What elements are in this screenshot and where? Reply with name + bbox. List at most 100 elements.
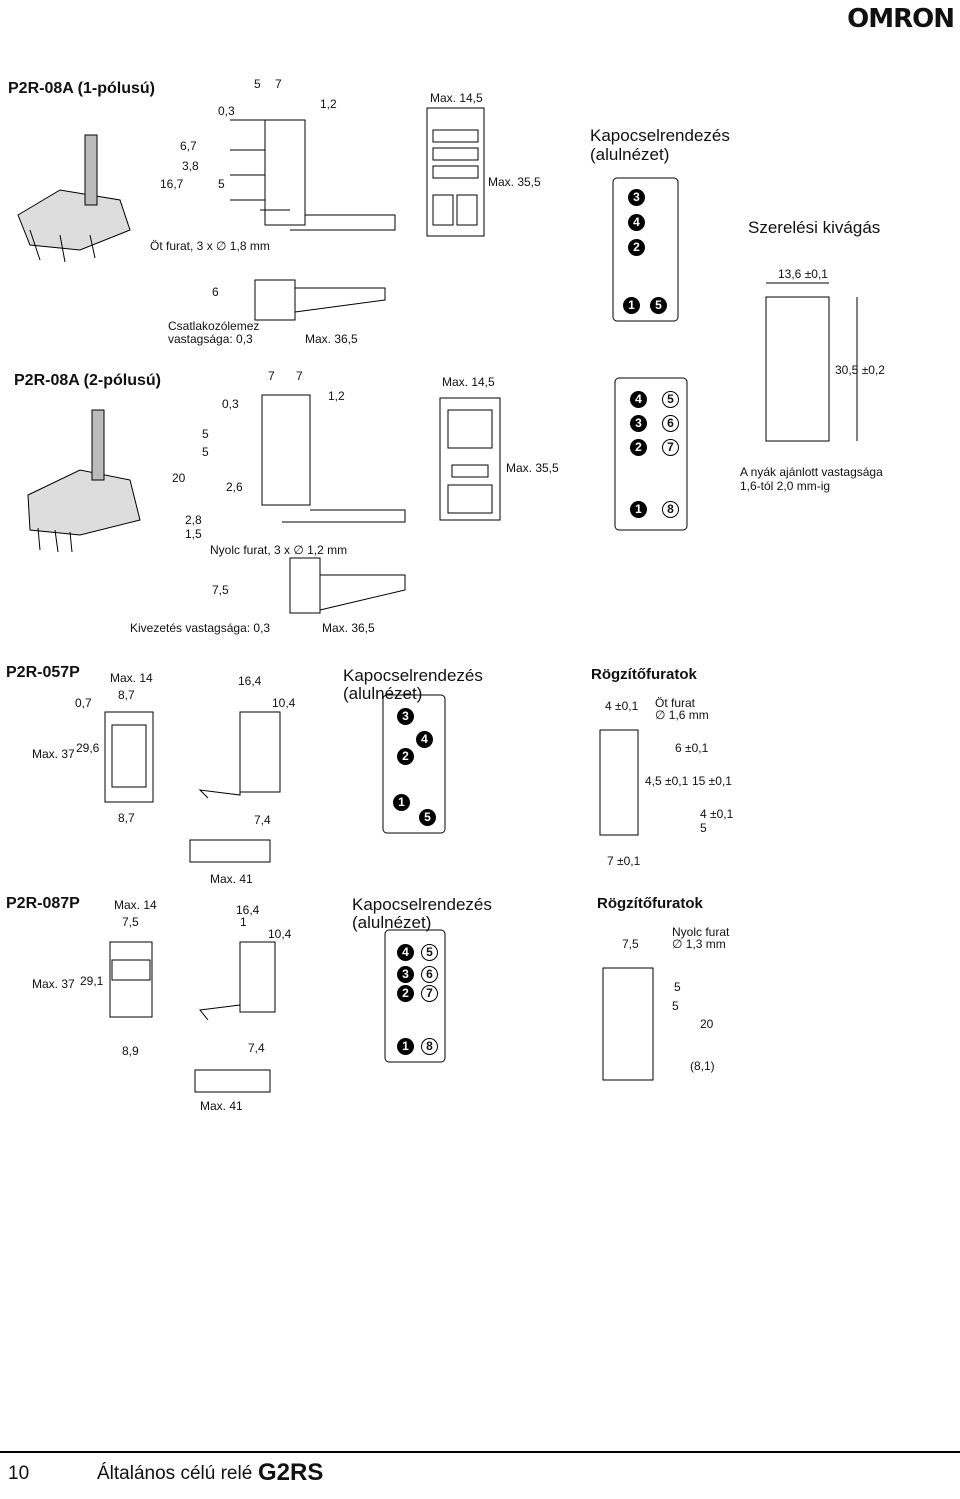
dim: Max. 35,5 <box>488 175 541 189</box>
dim: 4 ±0,1 <box>700 807 734 821</box>
pcb-note: 1,6-tól 2,0 mm-ig <box>740 479 831 493</box>
dim: 0,3 <box>222 397 239 411</box>
dim: 6,7 <box>180 139 197 153</box>
hole-note: Öt furat <box>655 696 696 710</box>
pin-6: 6 <box>421 965 438 983</box>
p2r087p-side <box>194 941 276 1093</box>
holes-note: Öt furat, 3 x ∅ 1,8 mm <box>150 239 270 253</box>
dim: (8,1) <box>690 1059 715 1073</box>
top-view-2pole <box>439 397 501 521</box>
dim: Max. 41 <box>200 1099 243 1113</box>
pin-8: 8 <box>662 500 679 518</box>
dim: 30,5 ±0,2 <box>835 363 885 377</box>
pin-5: 5 <box>650 296 667 314</box>
p2r087p-front <box>109 941 153 1018</box>
title-p2r087p: P2R-087P <box>6 895 80 912</box>
pin-layout-title: Kapocselrendezés <box>352 895 492 914</box>
dim: 7,4 <box>248 1041 265 1055</box>
pin-7: 7 <box>662 438 679 456</box>
hole-note: Nyolc furat <box>672 925 730 939</box>
pcb-note: A nyák ajánlott vastagsága <box>740 465 883 479</box>
title-p2r057p: P2R-057P <box>6 664 80 681</box>
dim: 1,5 <box>185 527 202 541</box>
dim: 16,4 <box>236 903 260 917</box>
dim: 29,6 <box>76 741 100 755</box>
dim: 7 ±0,1 <box>607 854 641 868</box>
pin-1: 1 <box>623 296 640 314</box>
dim: Max. 37 <box>32 977 75 991</box>
dim: 4,5 ±0,1 <box>645 774 689 788</box>
dim: 4 ±0,1 <box>605 699 639 713</box>
title-p2r08a-2pole: P2R-08A (2-pólusú) <box>14 372 161 389</box>
pin-layout-title: Kapocselrendezés <box>590 126 730 145</box>
pin-4: 4 <box>397 943 414 961</box>
pin-1: 1 <box>393 793 410 811</box>
dim: 1,2 <box>320 97 337 111</box>
dim: 6 <box>212 285 219 299</box>
page-number: 10 <box>8 1463 30 1484</box>
pin-2: 2 <box>397 747 414 765</box>
dim: Max. 36,5 <box>305 332 358 346</box>
holes-title: Rögzítőfuratok <box>597 895 703 912</box>
title-p2r08a-1pole: P2R-08A (1-pólusú) <box>8 80 155 97</box>
pin-layout-box-1 <box>612 177 679 322</box>
pin-layout-box-2 <box>614 377 688 531</box>
dim: 5 <box>700 821 707 835</box>
dim: 0,3 <box>218 104 235 118</box>
pin-5: 5 <box>421 943 438 961</box>
dim: 16,7 <box>160 177 184 191</box>
hole-note: ∅ 1,3 mm <box>672 937 726 951</box>
pin-1: 1 <box>397 1037 414 1055</box>
pin-5: 5 <box>419 808 436 826</box>
dim: 20 <box>172 471 186 485</box>
pin-2: 2 <box>630 438 647 456</box>
pin-layout-subtitle: (alulnézet) <box>343 684 423 703</box>
dim: Max. 41 <box>210 872 253 886</box>
pin-4: 4 <box>630 390 647 408</box>
p2r057p-side <box>189 711 281 863</box>
dim: 29,1 <box>80 974 104 988</box>
pin-8: 8 <box>421 1037 438 1055</box>
dim: 8,7 <box>118 811 135 825</box>
dim: Max. 14,5 <box>442 375 495 389</box>
page-footer: 10 Általános célú relé G2RS <box>0 1447 960 1499</box>
dim: Max. 14 <box>114 898 157 912</box>
pin-3: 3 <box>630 414 647 432</box>
pin-3: 3 <box>397 965 414 983</box>
pin-layout-box-4 <box>384 929 446 1063</box>
dim: 1,2 <box>328 389 345 403</box>
omron-logo: OMRON <box>847 4 955 34</box>
footer-model: G2RS <box>258 1459 324 1486</box>
pin-4: 4 <box>416 730 433 748</box>
holes-box-4 <box>602 967 654 1081</box>
dim: 7 <box>275 77 282 91</box>
relay-socket-1pole-photo <box>17 134 131 263</box>
dim: 7,5 <box>122 915 139 929</box>
side-view-2pole <box>261 394 406 614</box>
pin-layout-title: Kapocselrendezés <box>343 666 483 685</box>
dim: 5 <box>202 427 209 441</box>
mounting-cutout <box>765 282 858 442</box>
pin-2: 2 <box>628 238 645 256</box>
dim: 7 <box>296 369 303 383</box>
dim: 0,7 <box>75 696 92 710</box>
dim: 13,6 ±0,1 <box>778 267 828 281</box>
pin-6: 6 <box>662 414 679 432</box>
dim: 2,8 <box>185 513 202 527</box>
dim: Max. 35,5 <box>506 461 559 475</box>
dim: 1 <box>240 915 247 929</box>
dim: 3,8 <box>182 159 199 173</box>
dim: 5 <box>254 77 261 91</box>
pin-4: 4 <box>628 213 645 231</box>
pin-layout-box-3 <box>382 694 446 834</box>
pin-2: 2 <box>397 984 414 1002</box>
dim: 6 ±0,1 <box>675 741 709 755</box>
dim: 7 <box>268 369 275 383</box>
holes-title: Rögzítőfuratok <box>591 666 697 683</box>
lead-note: Kivezetés vastagsága: 0,3 <box>130 621 271 635</box>
dim: 8,9 <box>122 1044 139 1058</box>
side-view-1pole <box>230 119 396 321</box>
holes-note: Nyolc furat, 3 x ∅ 1,2 mm <box>210 543 348 557</box>
dim: Max. 14 <box>110 671 153 685</box>
